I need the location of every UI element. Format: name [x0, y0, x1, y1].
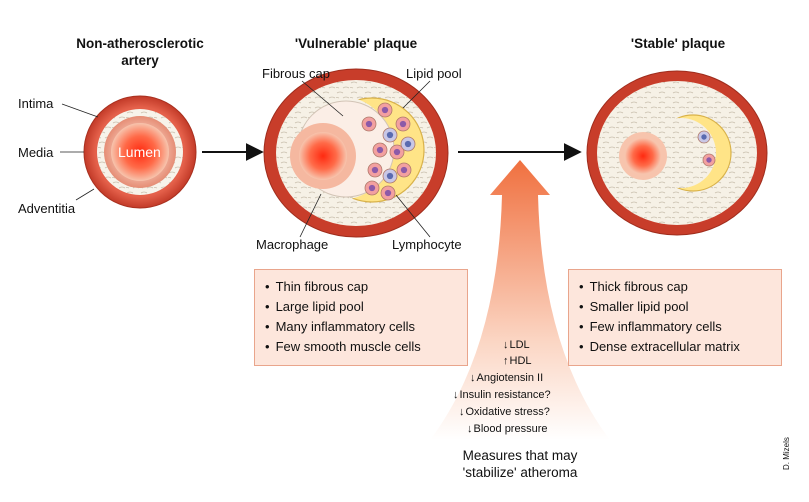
- label-lumen: Lumen: [118, 144, 161, 160]
- lymphocyte-cell: [382, 168, 398, 184]
- macrophage-cell: [395, 116, 411, 132]
- vulnerable-feature: Thin fibrous cap: [265, 277, 467, 297]
- normal-artery: [83, 95, 197, 209]
- vulnerable-plaque: [263, 68, 449, 238]
- vulnerable-feature: Many inflammatory cells: [265, 317, 467, 337]
- macrophage-cell: [702, 153, 716, 167]
- macrophage-cell: [377, 102, 393, 118]
- artist-credit: D. Mizels: [782, 437, 791, 470]
- measure-item: ↓Insulin resistance?: [453, 389, 551, 402]
- measure-item: ↓Blood pressure: [467, 423, 548, 436]
- measure-item: ↓Angiotensin II: [470, 372, 543, 385]
- measure-arrow: ↓: [467, 423, 473, 435]
- measure-item: ↓LDL: [503, 339, 530, 352]
- measure-label: Angiotensin II: [476, 372, 544, 384]
- vulnerable-feature: Few smooth muscle cells: [265, 337, 467, 357]
- macrophage-cell: [372, 142, 388, 158]
- measure-label: Blood pressure: [473, 423, 548, 435]
- lymphocyte-cell: [697, 130, 711, 144]
- leader-lines: [60, 80, 431, 238]
- measures-caption: Measures that may 'stabilize' atheroma: [462, 448, 578, 480]
- label-adventitia: Adventitia: [18, 201, 76, 216]
- stable-feature: Smaller lipid pool: [579, 297, 781, 317]
- measure-item: ↓Oxidative stress?: [459, 406, 550, 419]
- title-vulnerable-plaque: 'Vulnerable' plaque: [294, 36, 418, 51]
- label-lipid-pool: Lipid pool: [406, 66, 462, 81]
- vulnerable-features-box: Thin fibrous cap Large lipid pool Many i…: [254, 269, 468, 366]
- measure-label: HDL: [509, 355, 532, 367]
- stable-feature: Dense extracellular matrix: [579, 337, 781, 357]
- measure-arrow: ↑: [503, 355, 509, 367]
- label-media: Media: [18, 145, 54, 160]
- measure-label: Oxidative stress?: [465, 406, 550, 418]
- stabilize-up-arrow: [430, 160, 610, 440]
- label-fibrous-cap: Fibrous cap: [262, 66, 330, 81]
- measure-item: ↑HDL: [503, 355, 532, 368]
- macrophage-cell: [367, 162, 383, 178]
- vulnerable-feature: Large lipid pool: [265, 297, 467, 317]
- title-normal-artery: Non-atherosclerotic artery: [76, 36, 204, 68]
- measure-arrow: ↓: [459, 406, 465, 418]
- stable-feature: Thick fibrous cap: [579, 277, 781, 297]
- macrophage-cell: [380, 185, 396, 201]
- stable-plaque: [586, 70, 768, 236]
- stable-features-box: Thick fibrous cap Smaller lipid pool Few…: [568, 269, 782, 366]
- title-stable-plaque: 'Stable' plaque: [630, 36, 726, 51]
- stable-feature: Few inflammatory cells: [579, 317, 781, 337]
- label-macrophage: Macrophage: [256, 237, 329, 252]
- macrophage-cell: [396, 162, 412, 178]
- measure-label: Insulin resistance?: [459, 389, 551, 401]
- macrophage-cell: [361, 116, 377, 132]
- lymphocyte-cell: [400, 136, 416, 152]
- measure-label: LDL: [509, 339, 530, 351]
- macrophage-cell: [364, 180, 380, 196]
- label-intima: Intima: [18, 96, 54, 111]
- measure-arrow: ↓: [453, 389, 459, 401]
- measure-arrow: ↓: [470, 372, 476, 384]
- macrophage-cell: [389, 144, 405, 160]
- lymphocyte-cell: [382, 127, 398, 143]
- label-lymphocyte: Lymphocyte: [392, 237, 462, 252]
- measure-arrow: ↓: [503, 339, 509, 351]
